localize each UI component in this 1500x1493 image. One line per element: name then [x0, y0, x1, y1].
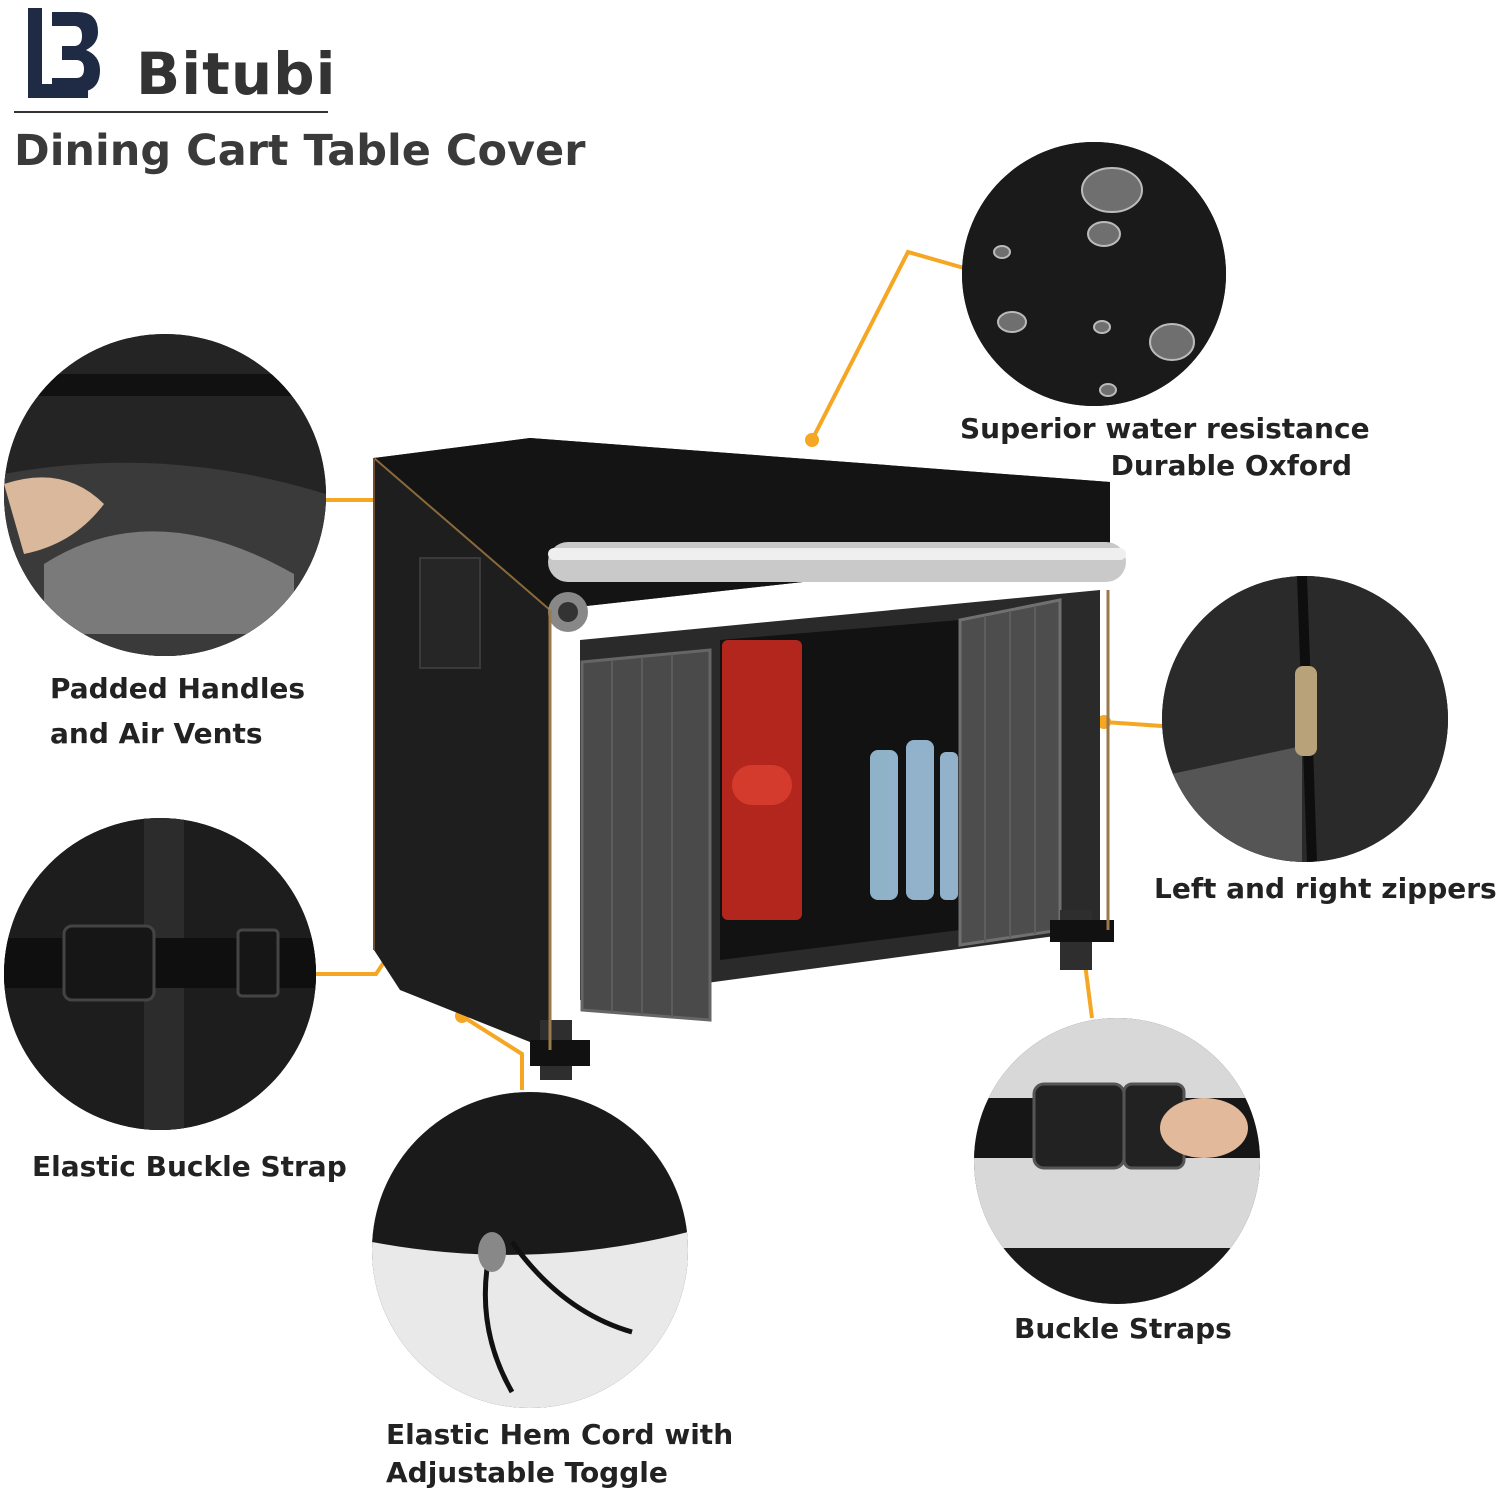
drawstring-toggle-icon — [372, 1092, 688, 1408]
water-resistance-label: Superior water resistance Durable Oxford — [960, 406, 1370, 488]
hem-cord-photo — [372, 1092, 688, 1408]
zipper-icon — [1162, 576, 1448, 862]
zippers-photo — [1162, 576, 1448, 862]
elastic-buckle-photo — [4, 818, 316, 1130]
brand-divider — [14, 111, 328, 113]
water-droplets-icon — [962, 142, 1226, 406]
padded-handles-line-1: Padded Handles — [50, 672, 306, 705]
padded-handles-line-2: and Air Vents — [50, 717, 263, 750]
bitubi-logo-icon — [28, 8, 100, 98]
water-resistance-line-2: Durable Oxford — [1110, 449, 1352, 482]
product-title: Dining Cart Table Cover — [14, 126, 586, 176]
hem-cord-line-1: Elastic Hem Cord with — [386, 1418, 734, 1451]
buckle-straps-label: Buckle Straps — [1014, 1312, 1232, 1345]
hem-cord-label: Elastic Hem Cord with Adjustable Toggle — [386, 1416, 733, 1492]
water-resistance-line-1: Superior water resistance — [960, 412, 1370, 445]
buckle-straps-photo — [974, 1018, 1260, 1304]
brand-name: Bitubi — [136, 40, 337, 108]
padded-handles-photo — [4, 334, 326, 656]
padded-handles-label: Padded Handles and Air Vents — [50, 666, 305, 756]
water-resistance-photo — [962, 142, 1226, 406]
covered-cart-illustration — [373, 438, 1126, 1080]
elastic-buckle-label: Elastic Buckle Strap — [32, 1150, 347, 1183]
zippers-label: Left and right zippers — [1154, 872, 1497, 905]
buckle-clip-icon — [974, 1018, 1260, 1304]
air-vent-mesh-icon — [4, 334, 326, 656]
hem-cord-line-2: Adjustable Toggle — [386, 1456, 668, 1489]
buckle-strap-icon — [4, 818, 316, 1130]
